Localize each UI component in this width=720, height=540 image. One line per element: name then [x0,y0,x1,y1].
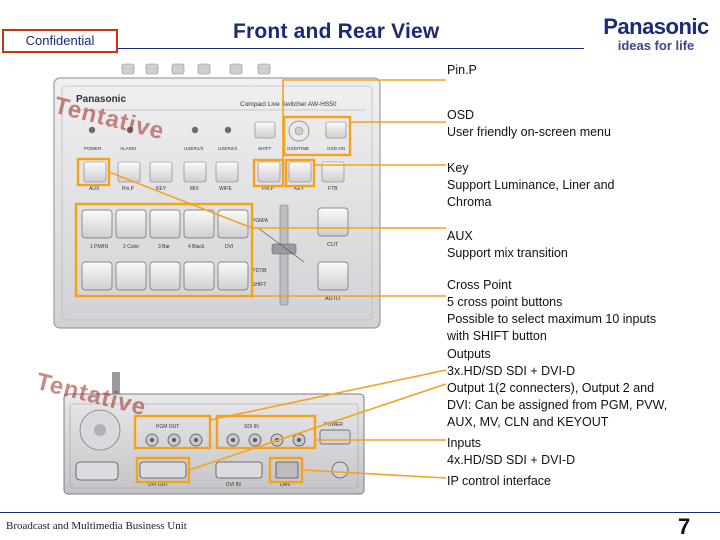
svg-text:PST/B: PST/B [252,268,267,274]
svg-text:Compact Live Switcher AW-HS50: Compact Live Switcher AW-HS50 [240,101,337,108]
callout-osd: OSD User friendly on-screen menu [447,107,611,141]
callout-lines [108,79,447,479]
svg-text:DVI OUT: DVI OUT [148,482,168,488]
callout-key: Key Support Luminance, Liner and Chroma [447,160,614,211]
callout-ip: IP control interface [447,473,551,490]
callout-outputs-desc2: Output 1(2 connecters), Output 2 and [447,381,655,395]
callout-crosspoint: Cross Point 5 cross point buttons Possib… [447,277,656,345]
svg-text:1 PM/IN: 1 PM/IN [90,244,108,250]
svg-text:SHIFT: SHIFT [252,282,266,288]
svg-text:2 Color: 2 Color [123,244,139,250]
callout-pinp-title: Pin.P [447,63,477,77]
page-title: Front and Rear View [233,20,440,43]
callout-crosspoint-title: Cross Point [447,278,512,292]
svg-text:AUTO: AUTO [325,296,341,302]
svg-text:USER2/4: USER2/4 [218,146,238,151]
svg-text:LAN: LAN [280,482,290,488]
callout-osd-desc: User friendly on-screen menu [447,125,611,139]
callout-osd-title: OSD [447,108,475,122]
svg-text:OSD/TIME: OSD/TIME [287,146,309,151]
svg-text:FTB: FTB [328,186,338,192]
rear-panel: PGM OUT SDI IN DVI OUT DVI IN POWER LAN [63,372,365,495]
brand-name: Panasonic [603,14,709,39]
callout-aux-title: AUX [447,229,473,243]
callout-key-desc: Support Luminance, Liner and [447,178,615,192]
svg-text:DVI: DVI [225,244,233,250]
svg-text:SDI IN: SDI IN [244,424,259,430]
brand-logo: Panasonic ideas for life [596,14,716,53]
confidential-badge: Confidential [2,29,118,53]
callout-outputs-title: Outputs [447,347,491,361]
footer-rule [0,512,720,513]
callout-ip-title: IP control interface [447,474,551,488]
svg-text:MIX: MIX [190,186,200,192]
svg-text:PGM OUT: PGM OUT [156,424,179,430]
brand-tagline: ideas for life [617,38,695,53]
svg-text:KEY: KEY [156,186,167,192]
callout-inputs-title: Inputs [447,436,482,450]
callout-aux-desc: Support mix transition [447,246,568,260]
callout-pinp: Pin.P [447,62,477,79]
svg-text:DVI IN: DVI IN [226,482,241,488]
svg-text:AUX: AUX [89,186,100,192]
callout-crosspoint-desc: 5 cross point buttons [447,295,563,309]
callout-outputs: Outputs 3x.HD/SD SDI + DVI-D Output 1(2 … [447,346,667,431]
svg-text:USER1/3: USER1/3 [184,146,204,151]
callout-aux: AUX Support mix transition [447,228,568,262]
footer-org: Broadcast and Multimedia Business Unit [6,520,187,532]
svg-text:OSD ON: OSD ON [327,146,345,151]
callout-outputs-desc3: DVI: Can be assigned from PGM, PVW, [447,398,668,412]
highlight-boxes [74,115,352,484]
svg-text:PGM/A: PGM/A [252,218,269,224]
svg-text:4 Black: 4 Black [188,244,205,250]
svg-text:Pin.P: Pin.P [262,186,275,192]
callout-inputs: Inputs 4x.HD/SD SDI + DVI-D [447,435,575,469]
callout-outputs-desc4: AUX, MV, CLN and KEYOUT [447,415,609,429]
svg-text:WIPE: WIPE [219,186,232,192]
svg-text:POWER: POWER [324,422,343,428]
svg-text:POWER: POWER [84,146,102,151]
page-number: 7 [678,514,691,539]
callout-inputs-desc: 4x.HD/SD SDI + DVI-D [447,453,576,467]
svg-text:SHIFT: SHIFT [258,146,271,151]
rear-knobs-top [121,63,271,75]
svg-text:3 Bar: 3 Bar [158,244,170,250]
svg-text:ALARM: ALARM [120,146,136,151]
callout-crosspoint-desc2: Possible to select maximum 10 inputs [447,312,657,326]
svg-text:KEY: KEY [294,186,305,192]
svg-text:CUT: CUT [327,242,339,248]
title-underline [118,48,584,49]
svg-text:Panasonic: Panasonic [76,94,126,105]
callout-crosspoint-desc3: with SHIFT button [447,329,547,343]
callout-key-desc2: Chroma [447,195,492,209]
svg-text:Pin.P: Pin.P [122,186,135,192]
callout-key-title: Key [447,161,469,175]
callout-outputs-desc: 3x.HD/SD SDI + DVI-D [447,364,576,378]
